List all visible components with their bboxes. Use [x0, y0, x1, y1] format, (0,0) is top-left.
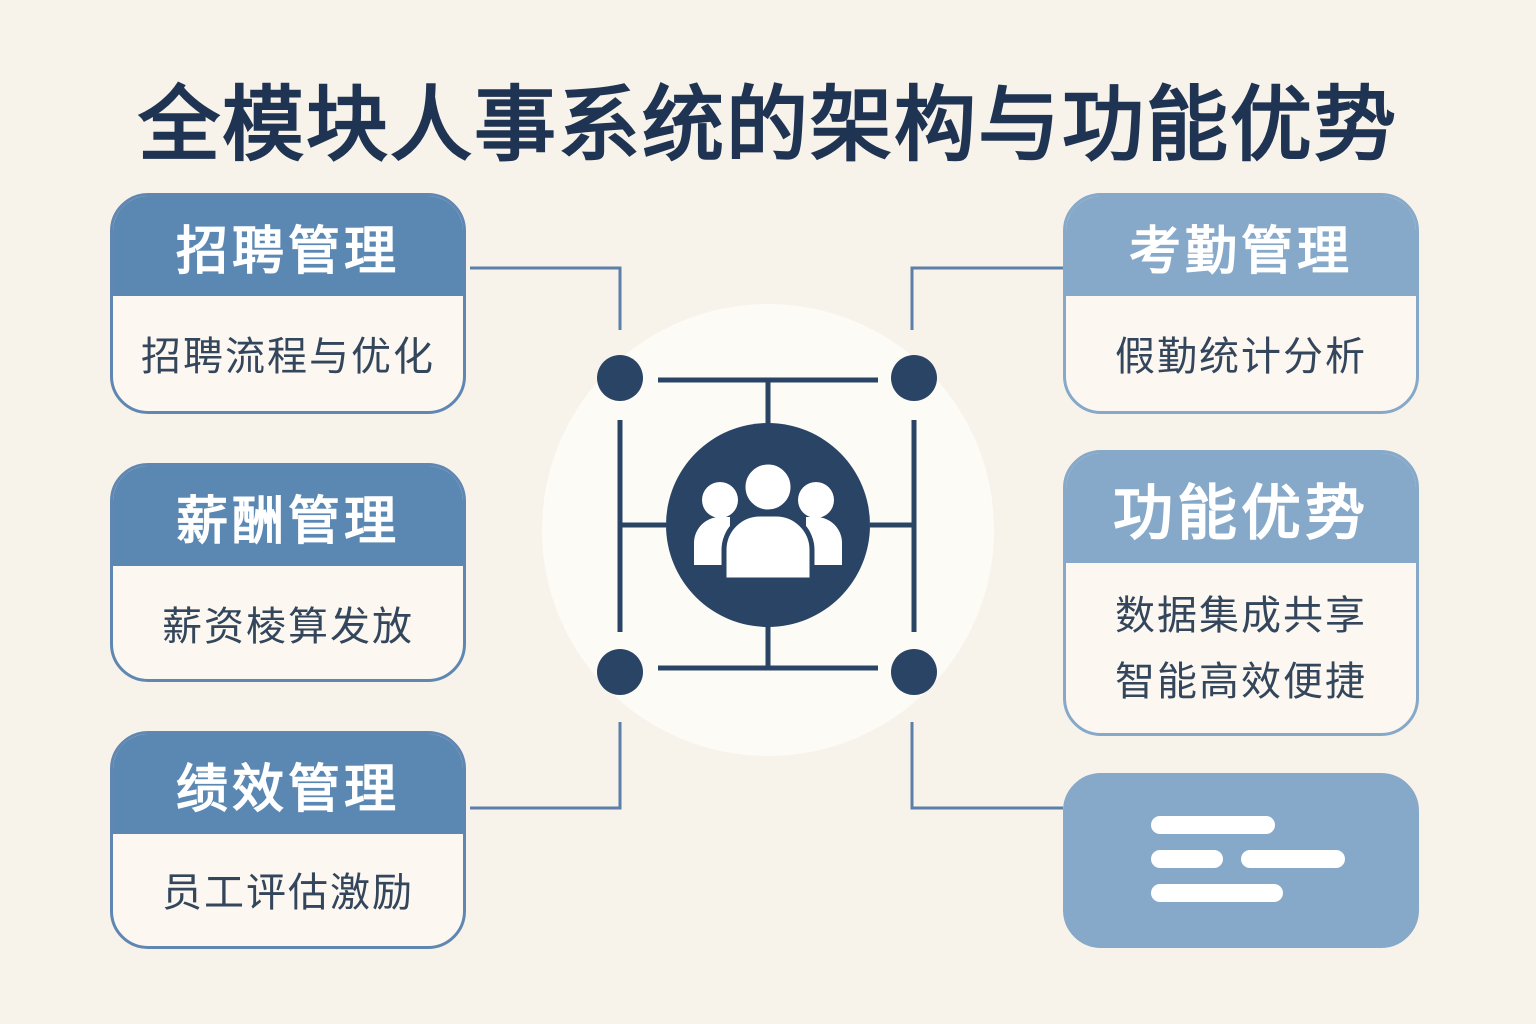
module-header: 功能优势	[1066, 453, 1416, 563]
advantage-item: 智能高效便捷	[1115, 659, 1367, 705]
connector-extra	[910, 722, 1063, 810]
connector-performance	[470, 722, 622, 810]
text-line-icon	[1151, 816, 1275, 834]
people-group-icon	[694, 459, 842, 583]
module-performance: 绩效管理 员工评估激励	[110, 731, 466, 949]
module-body: 员工评估激励	[162, 870, 414, 916]
node-dot	[597, 355, 643, 401]
advantage-item: 数据集成共享	[1115, 593, 1367, 639]
connector-attendance	[910, 266, 1063, 330]
text-lines-card	[1063, 773, 1419, 948]
connector-recruit	[470, 266, 622, 330]
module-body: 招聘流程与优化	[141, 334, 435, 380]
module-recruit: 招聘管理 招聘流程与优化	[110, 193, 466, 414]
page-title: 全模块人事系统的架构与功能优势	[137, 78, 1398, 173]
module-advantages: 功能优势 数据集成共享 智能高效便捷	[1063, 450, 1419, 736]
node-dot	[891, 649, 937, 695]
text-line-icon	[1151, 850, 1223, 868]
node-dot	[891, 355, 937, 401]
module-body: 薪资棱算发放	[162, 604, 414, 650]
text-line-icon	[1241, 850, 1345, 868]
node-dot	[597, 649, 643, 695]
module-salary: 薪酬管理 薪资棱算发放	[110, 463, 466, 682]
module-header: 绩效管理	[113, 734, 463, 834]
text-line-icon	[1151, 884, 1283, 902]
module-header: 考勤管理	[1066, 196, 1416, 296]
module-body: 假勤统计分析	[1115, 334, 1367, 380]
module-header: 薪酬管理	[113, 466, 463, 566]
module-attendance: 考勤管理 假勤统计分析	[1063, 193, 1419, 414]
module-header: 招聘管理	[113, 196, 463, 296]
